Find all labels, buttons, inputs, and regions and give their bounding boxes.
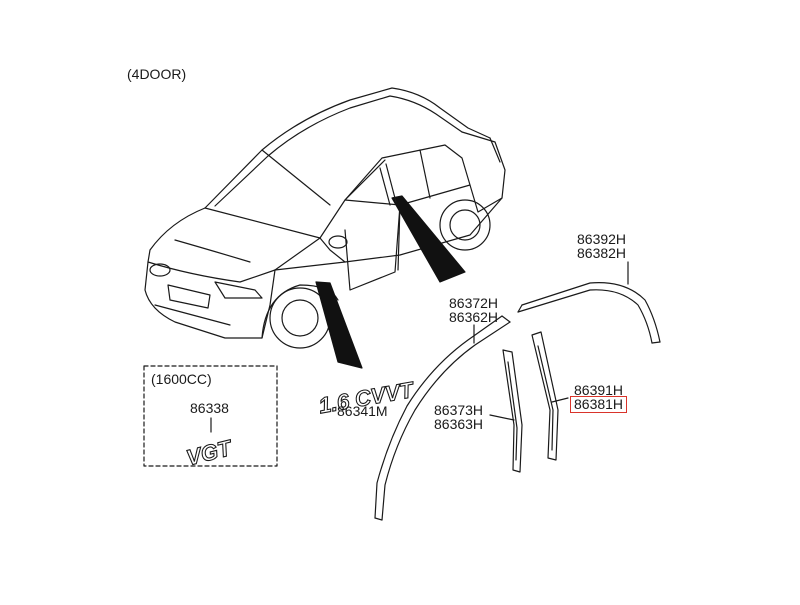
- leader-pillar-rear: [551, 397, 569, 403]
- car-hood: [147, 207, 321, 283]
- car-windshield: [204, 159, 386, 239]
- part-86372h[interactable]: 86372H: [449, 295, 499, 311]
- car-front-bumper: [144, 261, 276, 339]
- callout-pillar-outline: [379, 163, 397, 206]
- molding-upper-rear: [521, 282, 661, 343]
- part-86391h[interactable]: 86391H: [574, 382, 624, 398]
- part-86338[interactable]: 86338: [190, 400, 229, 416]
- emblem-vgt: VGT: [184, 435, 235, 471]
- car-rear-wheel: [439, 199, 491, 251]
- molding-upper-front: [381, 321, 511, 521]
- part-86341m[interactable]: 86341M: [337, 403, 388, 419]
- part-86392h[interactable]: 86392H: [577, 231, 627, 247]
- car-mirror: [328, 235, 348, 249]
- callout-wedge-emblem: [315, 281, 363, 369]
- callout-wedge-pillar: [391, 195, 466, 283]
- car-grille: [167, 284, 211, 309]
- strip-pillar-rear: [531, 331, 559, 461]
- engine-box-title: (1600CC): [151, 371, 212, 387]
- car-roof-inner: [214, 95, 463, 207]
- part-86381h-highlighted[interactable]: 86381H: [570, 396, 628, 413]
- part-86362h[interactable]: 86362H: [449, 309, 499, 325]
- engine-box-frame: [143, 365, 278, 467]
- part-86363h[interactable]: 86363H: [434, 416, 484, 432]
- strip-pillar-front: [502, 349, 523, 473]
- car-side-window: [344, 144, 471, 206]
- leader-pillar-front: [489, 414, 515, 421]
- variant-label: (4DOOR): [127, 66, 187, 82]
- car-body-side: [274, 197, 503, 271]
- car-roof: [204, 87, 491, 209]
- car-headlight-left: [149, 263, 171, 277]
- car-illustration: [144, 87, 506, 349]
- part-86382h[interactable]: 86382H: [577, 245, 627, 261]
- car-headlight-right: [214, 281, 263, 299]
- part-86373h[interactable]: 86373H: [434, 402, 484, 418]
- car-trunk: [461, 131, 506, 213]
